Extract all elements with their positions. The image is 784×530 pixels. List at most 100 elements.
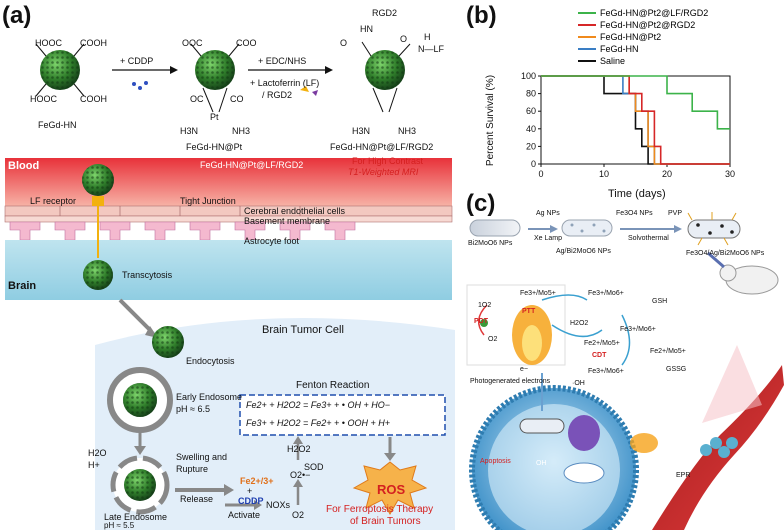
np-fegd-hn-pt-lf xyxy=(361,41,411,113)
pt-label: Pt xyxy=(210,112,219,122)
ooc-label: OOC xyxy=(182,38,203,48)
fe-mo-label-1: Fe3+/Mo5+ xyxy=(520,290,556,297)
singlet-o2-label: 1O2 xyxy=(478,302,492,309)
pdt-label: PDT xyxy=(474,318,488,325)
series-line-4 xyxy=(541,75,730,165)
h-label: H xyxy=(424,32,431,42)
h2o-label: H2O xyxy=(88,448,107,458)
panel-c-label: (c) xyxy=(466,190,496,217)
legend-swatch-4 xyxy=(578,60,596,62)
legend-item-2: FeGd-HN@Pt2 xyxy=(578,32,661,42)
x-tick-label-3: 30 xyxy=(725,169,735,179)
legend-swatch-0 xyxy=(578,12,596,14)
mri-note-1: For High Contrast xyxy=(352,156,424,166)
fe-mo-label-6: Fe2+/Mo5+ xyxy=(650,348,686,355)
fenton-eq2: Fe3+ + H2O2 = Fe2+ + • OOH + H+ xyxy=(246,418,390,428)
nh3-label: NH3 xyxy=(232,126,251,136)
fe3o4-label: Fe3O4 NPs xyxy=(616,210,653,217)
x-axis-label: Time (days) xyxy=(608,188,666,200)
plus-label: + xyxy=(247,486,253,496)
ferroptosis-label-1: For Ferroptosis Therapy xyxy=(326,504,434,515)
early-endosome xyxy=(107,367,173,433)
np-fegd-hn xyxy=(35,43,85,97)
noxs-label: NOXs xyxy=(266,500,291,510)
oh-c-label: OH xyxy=(536,460,547,467)
brain-region xyxy=(5,240,452,300)
fenton-box xyxy=(239,394,446,436)
y-axis-label: Percent Survival (%) xyxy=(485,74,497,167)
astrocyte-label: Astrocyte foot xyxy=(244,236,300,246)
y-tick-label-2: 40 xyxy=(526,124,536,134)
x-tick-label-2: 20 xyxy=(662,169,672,179)
legend-text-1: FeGd-HN@Pt2@RGD2 xyxy=(600,20,696,30)
solvothermal-label: Solvothermal xyxy=(628,235,669,242)
legend-item-1: FeGd-HN@Pt2@RGD2 xyxy=(578,20,695,30)
fe-mo-label-3: Fe3+/Mo6+ xyxy=(620,326,656,333)
h3n-label-2: H3N xyxy=(352,126,371,136)
legend-swatch-2 xyxy=(578,36,596,38)
hooc-label-2: HOOC xyxy=(30,94,57,104)
o2-label: O2 xyxy=(292,510,305,520)
sod-label: SOD xyxy=(304,462,324,472)
hn-label: HN xyxy=(360,24,373,34)
basement-membrane xyxy=(4,215,453,223)
cooh-label-1: COOH xyxy=(80,38,107,48)
blood-label: Blood xyxy=(8,160,40,172)
ag-bi-label: Ag/Bi2MoO6 NPs xyxy=(556,248,611,255)
oc-label: OC xyxy=(190,94,204,104)
h2o2-label: H2O2 xyxy=(287,444,311,454)
hplus-label: H+ xyxy=(88,460,100,470)
step2-label-a: + EDC/NHS xyxy=(258,56,307,66)
panel-b-label: (b) xyxy=(466,2,497,29)
brain-label: Brain xyxy=(8,280,37,292)
np-endocytosis xyxy=(152,326,184,358)
ros-label: ROS xyxy=(377,482,406,497)
np-fegd-hn-pt xyxy=(190,43,240,113)
ros-burst xyxy=(352,461,428,516)
legend-item-4: Saline xyxy=(578,56,625,66)
rgd2-label: RGD2 xyxy=(372,8,398,18)
y-tick-label-1: 20 xyxy=(526,141,536,151)
pvp-label: PVP xyxy=(668,210,683,217)
gssg-label: GSSG xyxy=(666,366,687,373)
fenton-title: Fenton Reaction xyxy=(296,380,370,391)
electron-label: e− xyxy=(520,366,528,373)
step2-label-b: + Lactoferrin (LF) xyxy=(250,78,320,88)
h3n-label: H3N xyxy=(180,126,199,136)
xe-lamp-label: Xe Lamp xyxy=(534,235,563,242)
bi2moo6-label: Bi2MoO6 NPs xyxy=(468,240,513,247)
panel-a-label: (a) xyxy=(2,2,32,29)
legend-text-2: FeGd-HN@Pt2 xyxy=(600,32,662,42)
fe-mo-label-2: Fe3+/Mo6+ xyxy=(588,290,624,297)
np1-label: FeGd-HN xyxy=(38,120,77,130)
gsh-label: GSH xyxy=(652,298,668,305)
series-line-0 xyxy=(541,75,730,130)
release-label: Release xyxy=(180,494,214,504)
coo-label: COO xyxy=(236,38,257,48)
transcytosis-label: Transcytosis xyxy=(122,270,173,280)
endocytosis-label: Endocytosis xyxy=(186,356,235,366)
step2-label-c: / RGD2 xyxy=(262,90,293,100)
lf-receptor-label: LF receptor xyxy=(30,196,77,206)
nh3-label-2: NH3 xyxy=(398,126,417,136)
tight-junction-label: Tight Junction xyxy=(180,196,236,206)
o-label-2: O xyxy=(400,34,408,44)
panel-a-figure xyxy=(4,41,455,530)
x-tick-label-1: 10 xyxy=(599,169,609,179)
y-tick-label-4: 80 xyxy=(526,89,536,99)
series-line-1 xyxy=(541,75,730,165)
ptt-label: PTT xyxy=(522,308,536,315)
ferroptosis-label-2: of Brain Tumors xyxy=(350,516,421,527)
tumor-cell-title: Brain Tumor Cell xyxy=(262,324,344,336)
basement-label: Basement membrane xyxy=(244,216,331,226)
cddp-label: CDDP xyxy=(238,496,264,506)
mri-note-2: T1-Weighted MRI xyxy=(348,167,419,177)
legend-swatch-1 xyxy=(578,24,596,26)
np3-label: FeGd-HN@Pt@LF/RGD2 xyxy=(330,142,434,152)
final-np-label: Fe3O4/Ag/Bi2MoO6 NPs xyxy=(686,250,765,257)
fenton-eq1: Fe2+ + H2O2 = Fe3+ + • OH + HO− xyxy=(246,400,390,410)
endothelial-layer xyxy=(4,205,453,217)
o-label-1: O xyxy=(340,38,348,48)
legend-text-4: Saline xyxy=(600,56,626,66)
legend-item-0: FeGd-HN@Pt2@LF/RGD2 xyxy=(578,8,708,18)
